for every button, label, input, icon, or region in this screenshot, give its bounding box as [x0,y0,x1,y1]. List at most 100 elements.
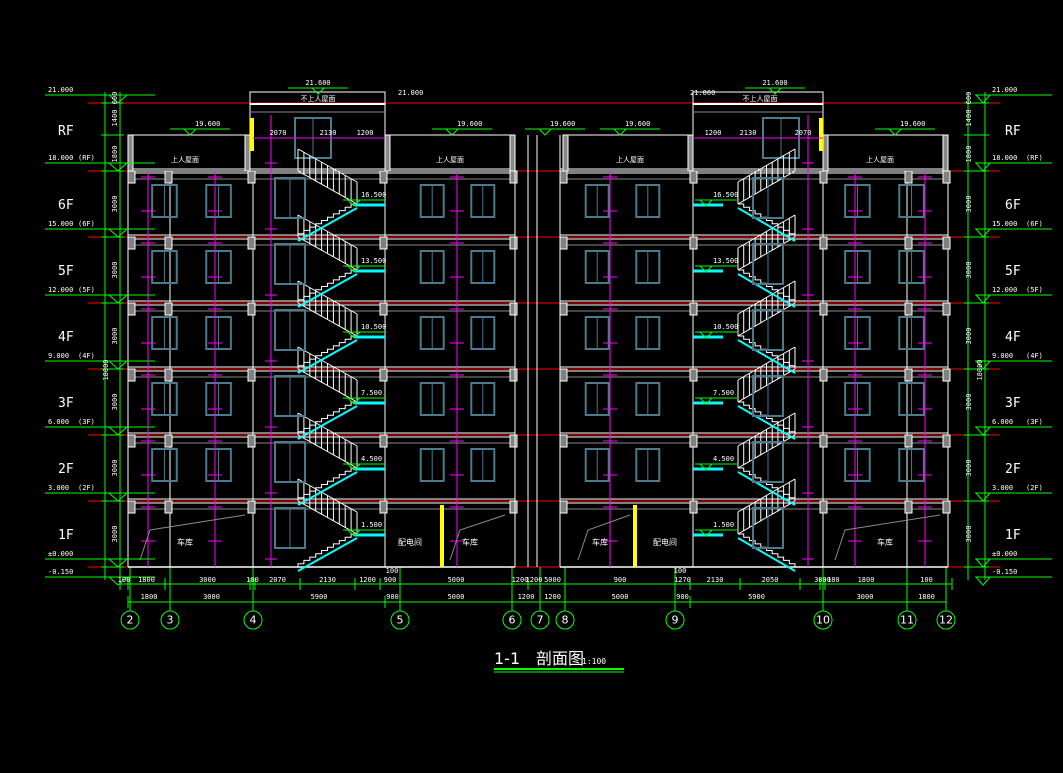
stair-dimension: 1200 [705,129,722,137]
stair-landing-elevation: 10.500 [361,323,386,331]
stair-dimension: 2070 [795,129,812,137]
window [419,448,445,482]
column-section [689,434,698,448]
dimension-text: 1200 [518,593,535,601]
axis-bubble: 9 [665,610,685,630]
stair-landing-elevation: 13.500 [361,257,386,265]
dimension-text: 100 [118,576,131,584]
dimension-text: 3000 [203,593,220,601]
landing-triangle [699,331,713,339]
window [584,250,610,284]
axis-circle [813,610,833,630]
dimension-text: 900 [384,576,397,584]
window [635,250,661,284]
stair-soffit [297,405,358,440]
dimension-text: 900 [614,576,627,584]
column-section [509,500,518,514]
floor-label-roof: RF [1005,124,1021,139]
storey-height-dim: 3000 [965,262,973,279]
landing-triangle [699,529,713,537]
window [844,382,871,416]
window [844,184,871,218]
axis-circle [897,610,917,630]
column-section [689,302,698,316]
parapet-dim: 600 [965,92,973,105]
parapet-dim: 600 [111,92,119,105]
roof-label: 不上人屋面 [743,94,778,103]
door-swing-arc [577,514,631,561]
dimension-text: 3000 [857,593,874,601]
stair-soffit [737,207,796,242]
stair-soffit [737,537,796,572]
level-triangle [183,128,197,136]
window [470,316,496,350]
main-roof-elevation: 19.600 [625,120,650,128]
handrail [737,280,796,315]
storey-height-dim: 3000 [965,328,973,345]
handrail [297,412,358,447]
dimension-text: 5900 [748,593,765,601]
dimension-text: 180 [246,576,259,584]
total-height-dim: 18000 [976,359,984,380]
parapet-wall [687,134,694,172]
window [205,382,232,416]
window [584,382,610,416]
door-swing-arc [449,514,506,561]
room-label: 车库 [592,537,608,547]
level-tag: (6F) [78,220,95,228]
dimension-text: 2070 [269,576,286,584]
level-elevation: 15.000 [48,220,73,228]
level-triangle [975,94,991,104]
stair-flight [297,412,385,506]
main-roof-elevation: 19.600 [195,120,220,128]
column-section [819,434,828,448]
dimension-text: 5000 [544,576,561,584]
column-section [127,236,136,250]
column-section [559,170,568,184]
axis-bubble: 3 [160,610,180,630]
stair-soffit [737,471,796,506]
level-marker: 9.000(4F) [45,352,155,370]
stair-steps [738,533,796,567]
level-triangle [108,294,128,304]
landing-triangle [699,463,713,471]
landing-triangle [699,265,713,273]
stair-steps [738,203,796,237]
window [205,250,232,284]
window [584,316,610,350]
column-section [689,500,698,514]
level-marker: 18.000(RF) [975,154,1052,172]
column-section [247,434,256,448]
stair-landing-elevation: 10.500 [713,323,738,331]
axis-circle [390,610,410,630]
axis-bubble: 10 [813,610,833,630]
dimension-text: 5000 [612,593,629,601]
window [752,441,784,483]
axis-bubble: 8 [555,610,575,630]
dimension-text: 2130 [319,576,336,584]
column-section [379,500,388,514]
level-marker: 6.000(3F) [45,418,155,436]
stair-roof-elevation: 21.600 [305,79,330,87]
column-section [904,302,913,316]
stair-flight [693,280,796,374]
axis-bubble: 4 [243,610,263,630]
stair-landing-elevation: 16.500 [713,191,738,199]
stair-steps [297,533,357,567]
room-label: 配电间 [653,537,677,547]
level-elevation: 21.000 [48,86,73,94]
dimension-text: 5900 [311,593,328,601]
floor-label: 2F [58,462,74,477]
level-triangle [975,360,991,370]
window [844,448,871,482]
column-section [689,170,698,184]
column-section [942,170,951,184]
window [470,250,496,284]
level-triangle [108,228,128,238]
column-section [164,368,173,382]
stair-soffit [297,207,358,242]
level-elevation: 9.000 [48,352,69,360]
room-label: 车库 [177,537,193,547]
level-tag: (RF) [78,154,95,162]
